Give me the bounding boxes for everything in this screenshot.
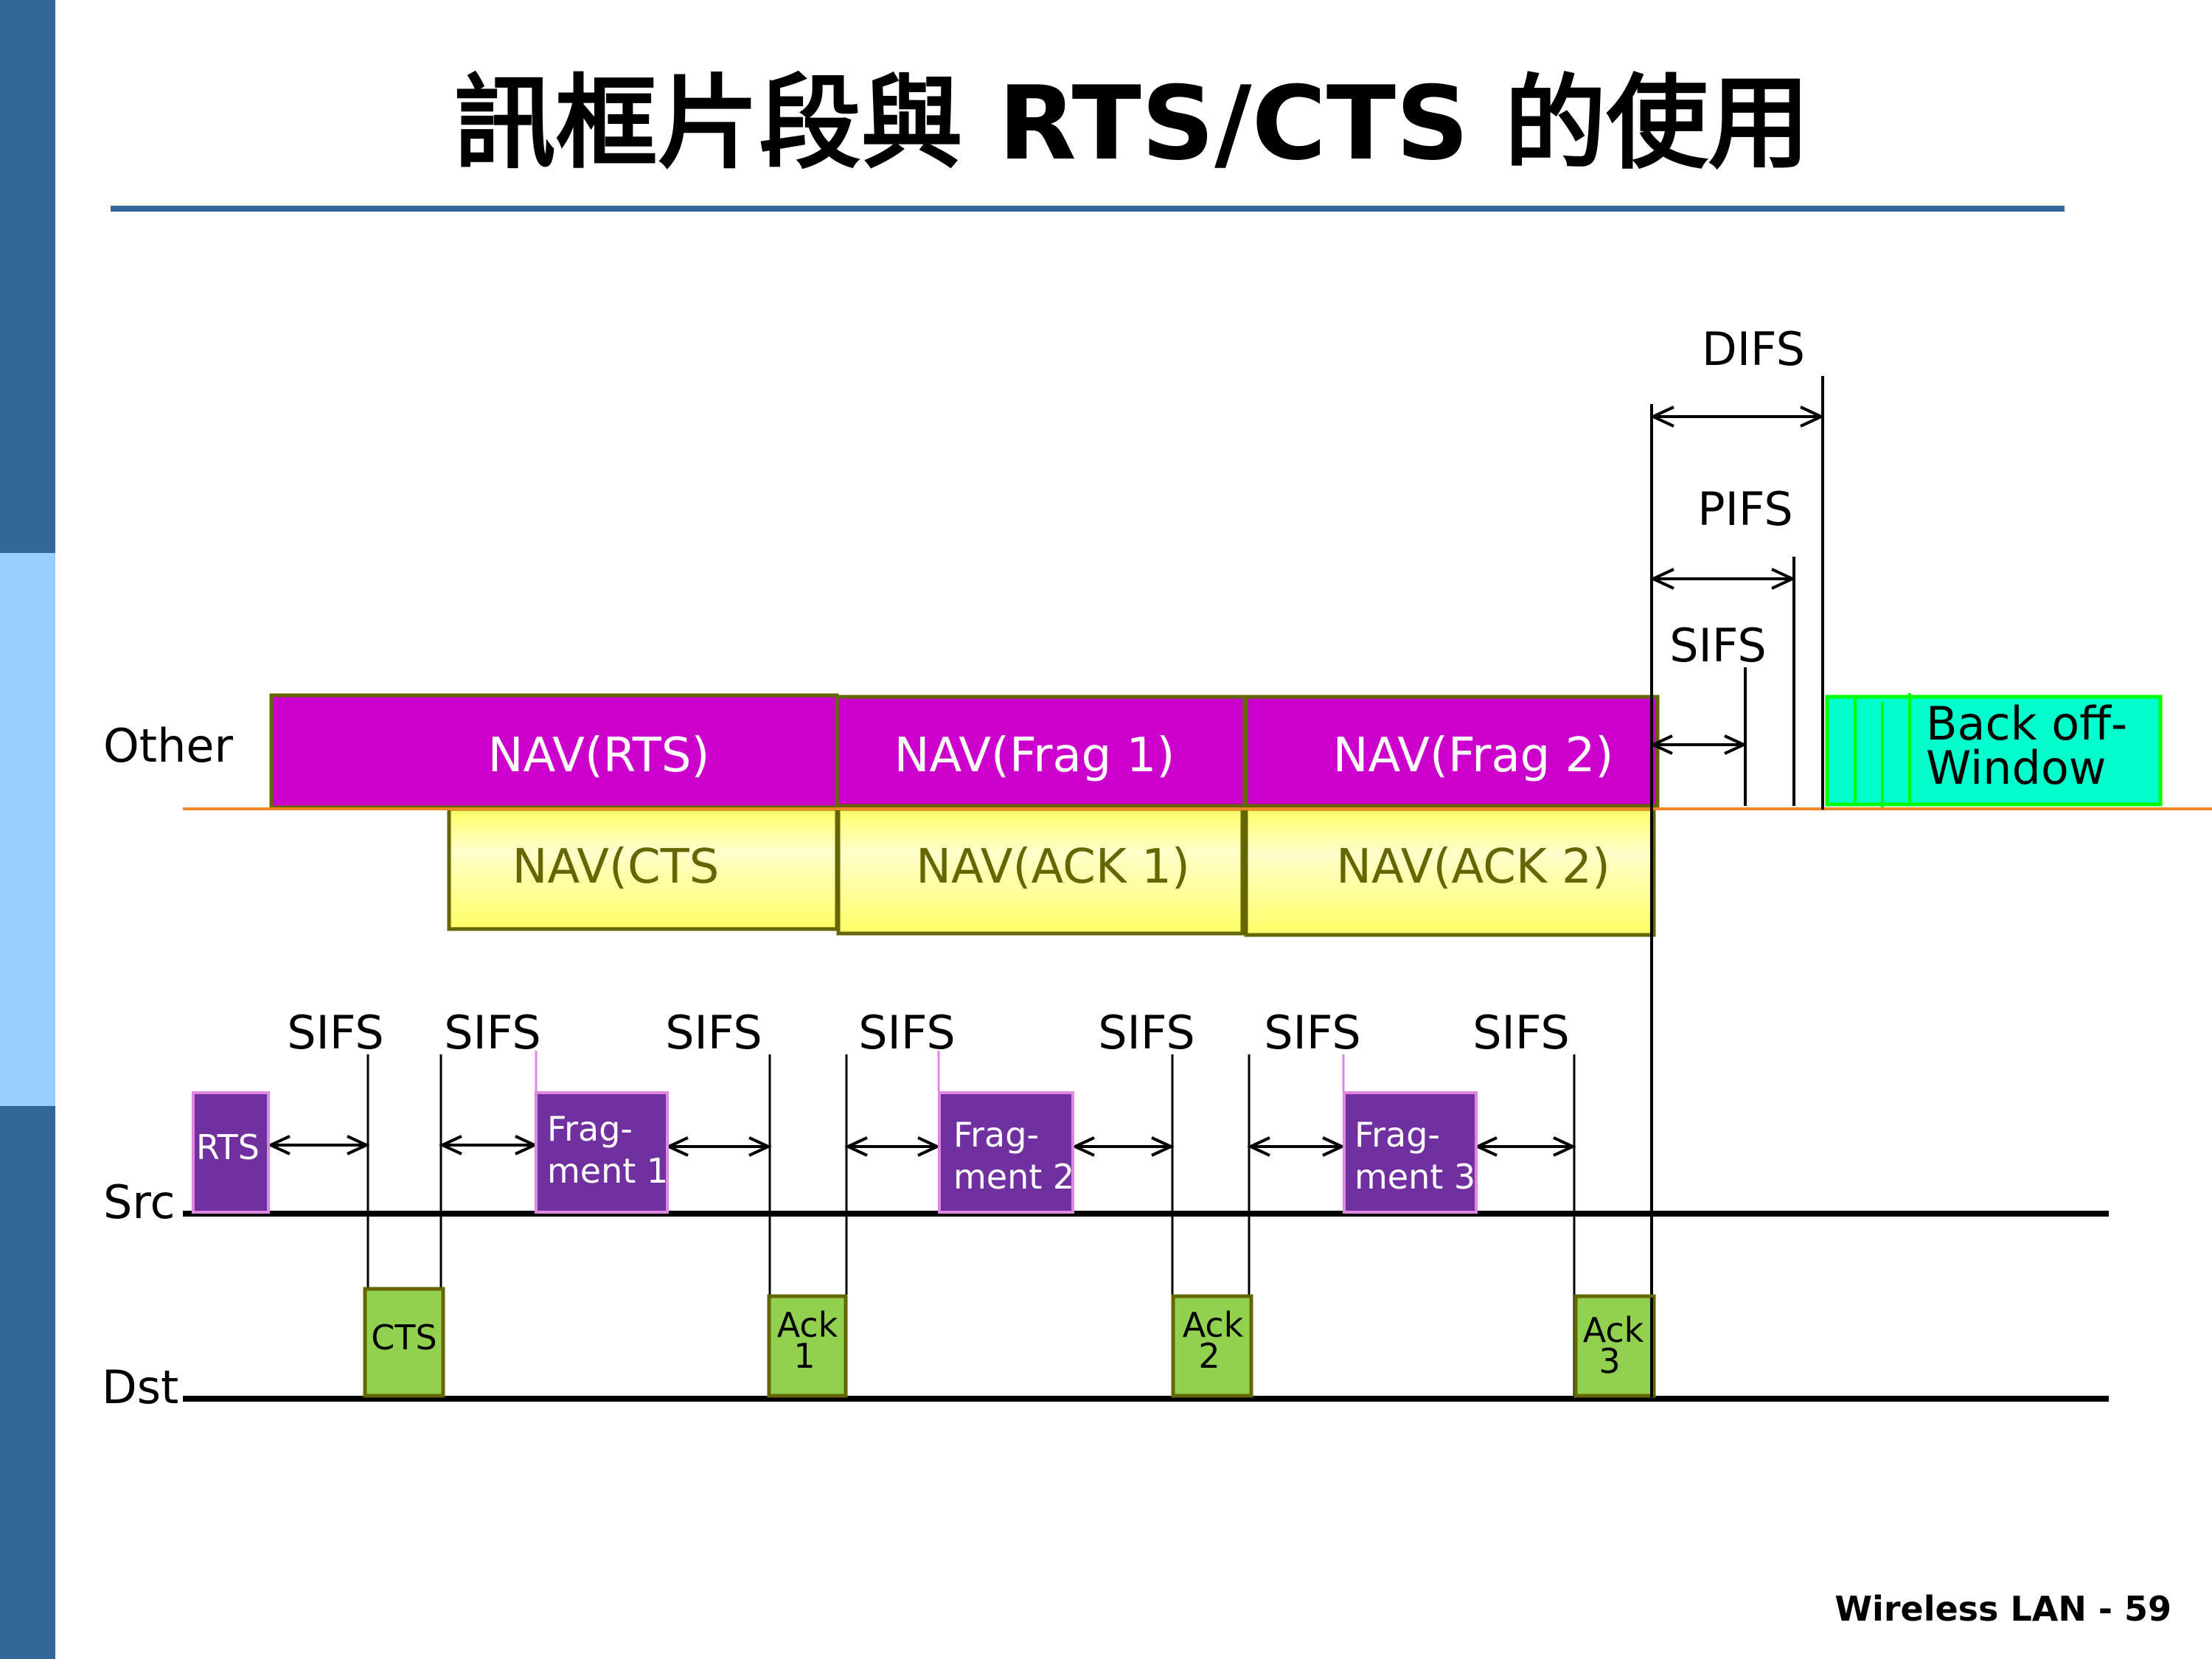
sidebar-top-block: [0, 0, 55, 553]
dst-frames: CTS Ack 1 Ack 2 Ack 3: [363, 1287, 1656, 1398]
backoff-label-line2: Window: [1926, 741, 2106, 795]
sifs-arrow: [665, 1136, 772, 1157]
sifs-label: SIFS: [1264, 1006, 1361, 1060]
row-label-src: Src: [103, 1175, 175, 1229]
sifs-label: SIFS: [858, 1006, 956, 1060]
sifs-arrow: [1247, 1136, 1346, 1157]
nav-other-bottom-group: NAV(CTS NAV(ACK 1) NAV(ACK 2): [447, 807, 1656, 937]
dst-frame-ack1: Ack 1: [767, 1294, 848, 1398]
dst-frame-label: Ack: [1183, 1305, 1244, 1345]
nav-cts-label: NAV(CTS: [512, 840, 720, 894]
src-frame-label: Frag-: [953, 1115, 1039, 1155]
src-frame-rts: RTS: [192, 1091, 270, 1214]
nav-ack1-box: [836, 807, 1245, 936]
nav-other-top-group: NAV(RTS) NAV(Frag 1) NAV(Frag 2): [269, 693, 1660, 810]
nav-ack1-label: NAV(ACK 1): [916, 840, 1190, 894]
title-rule: [111, 206, 2065, 212]
sifs-label: SIFS: [287, 1006, 384, 1060]
sifs-arrow: [1474, 1136, 1576, 1157]
sifs-arrow: [267, 1135, 370, 1155]
pifs-label: PIFS: [1697, 482, 1793, 536]
src-frame-fragment1: Frag- ment 1: [535, 1091, 669, 1214]
src-frame-label: RTS: [196, 1127, 260, 1167]
nav-ack2-box: [1244, 807, 1656, 937]
backoff-label-line1: Back off-: [1926, 697, 2127, 751]
row-label-other: Other: [103, 719, 234, 773]
dst-frame-ack3: Ack 3: [1573, 1294, 1656, 1398]
sifs-label: SIFS: [1098, 1006, 1195, 1060]
sifs-arrows: [267, 1135, 1576, 1157]
slide-title: 訊框片段與 RTS/CTS 的使用: [454, 64, 1810, 183]
nav-frag2-box: [1244, 695, 1660, 808]
sifs-label: SIFS: [444, 1006, 541, 1060]
nav-frag1-box: [835, 695, 1247, 808]
nav-rts-box: [269, 693, 839, 810]
sifs-top-label: SIFS: [1669, 619, 1767, 672]
dst-frame-cts: CTS: [363, 1287, 445, 1398]
src-frame-fragment2: Frag- ment 2: [938, 1091, 1074, 1214]
src-frame-label: Frag-: [547, 1109, 633, 1149]
src-frame-fragment3: Frag- ment 3: [1343, 1091, 1478, 1214]
src-frame-label: ment 2: [953, 1157, 1074, 1197]
row-label-dst: Dst: [102, 1360, 178, 1414]
sifs-arrow: [844, 1136, 941, 1157]
sifs-label: SIFS: [665, 1006, 762, 1060]
sifs-labels: SIFS SIFS SIFS SIFS SIFS SIFS SIFS: [287, 1006, 1570, 1060]
dst-frame-label: Ack: [777, 1305, 838, 1345]
nav-ack2-label: NAV(ACK 2): [1336, 840, 1610, 894]
src-frame-label: ment 1: [547, 1151, 668, 1191]
sifs-arrow: [439, 1135, 538, 1155]
src-frames: RTS Frag- ment 1 Frag- ment 2 Frag- ment…: [192, 1091, 1478, 1214]
src-frame-label: Frag-: [1354, 1115, 1440, 1155]
dst-frame-ack2: Ack 2: [1171, 1294, 1253, 1398]
nav-frag2-label: NAV(Frag 2): [1333, 728, 1614, 783]
sifs-arrow: [1071, 1136, 1175, 1157]
dst-frame-label: 3: [1599, 1341, 1620, 1381]
sifs-label: SIFS: [1472, 1006, 1570, 1060]
dst-frame-label: CTS: [371, 1318, 437, 1357]
difs-label: DIFS: [1702, 322, 1805, 376]
nav-frag1-label: NAV(Frag 1): [894, 728, 1175, 783]
dst-frame-label: Ack: [1583, 1310, 1644, 1350]
ifs-group: DIFS PIFS SIFS: [1649, 322, 1825, 1397]
sidebar: [0, 0, 55, 1659]
nav-rts-label: NAV(RTS): [488, 728, 710, 783]
pifs-arrow: [1649, 568, 1796, 590]
dst-frame-label: 2: [1198, 1336, 1220, 1376]
sidebar-middle-block: [0, 553, 55, 1106]
sifs-top-arrow: [1649, 734, 1747, 755]
src-frame-label: ment 3: [1354, 1157, 1475, 1197]
backoff-window: Back off- Window: [1825, 693, 2163, 807]
dst-frame-label: 1: [793, 1336, 815, 1376]
difs-arrow: [1649, 406, 1825, 428]
sidebar-bottom-block: [0, 1106, 55, 1659]
slide-footer: Wireless LAN - 59: [1834, 1589, 2171, 1629]
